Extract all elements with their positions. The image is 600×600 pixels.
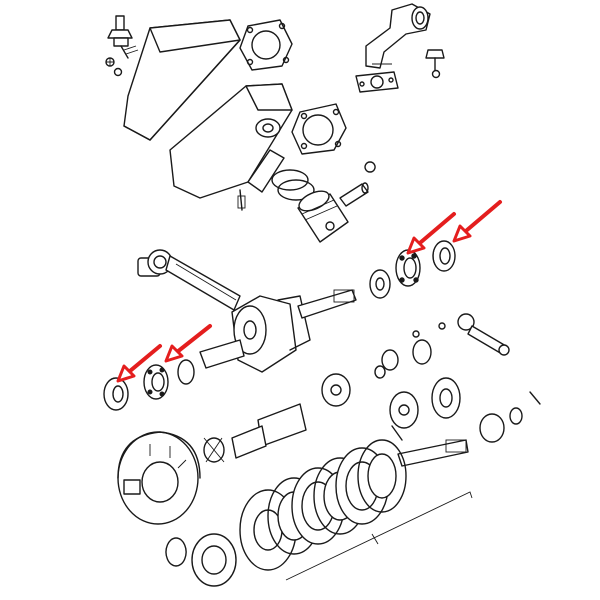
connecting-rod [147, 249, 241, 311]
head-gasket [239, 19, 293, 71]
piston-rings [271, 169, 315, 201]
gear-set [321, 349, 541, 443]
left-main-bearing [143, 364, 169, 400]
left-shim [177, 359, 195, 385]
manifold-bolts [425, 49, 445, 79]
clutch-basket [165, 533, 237, 587]
exhaust-manifold [365, 3, 431, 69]
highlight-arrow-main-bearing [406, 212, 456, 255]
spark-plug [107, 15, 139, 59]
cylinder [169, 83, 293, 211]
base-gasket [291, 103, 347, 155]
clutch-shaft [203, 403, 469, 467]
oil-seal [432, 240, 456, 272]
kickstart-lever [412, 313, 510, 365]
crankshaft [199, 289, 357, 373]
cylinder-head [123, 19, 241, 141]
clutch-plates [239, 439, 407, 571]
shim-washer [369, 269, 391, 299]
head-nuts [105, 57, 123, 77]
highlight-arrow-left-bearing [164, 324, 212, 363]
highlight-arrow-oil-seal [452, 200, 502, 243]
main-bearing [395, 249, 421, 287]
manifold-gasket [355, 71, 399, 93]
piston [297, 190, 349, 243]
assembly-bracket [285, 491, 473, 581]
left-oil-seal [103, 377, 129, 411]
clutch-housing [117, 431, 201, 525]
highlight-arrow-left-seal [116, 344, 162, 383]
